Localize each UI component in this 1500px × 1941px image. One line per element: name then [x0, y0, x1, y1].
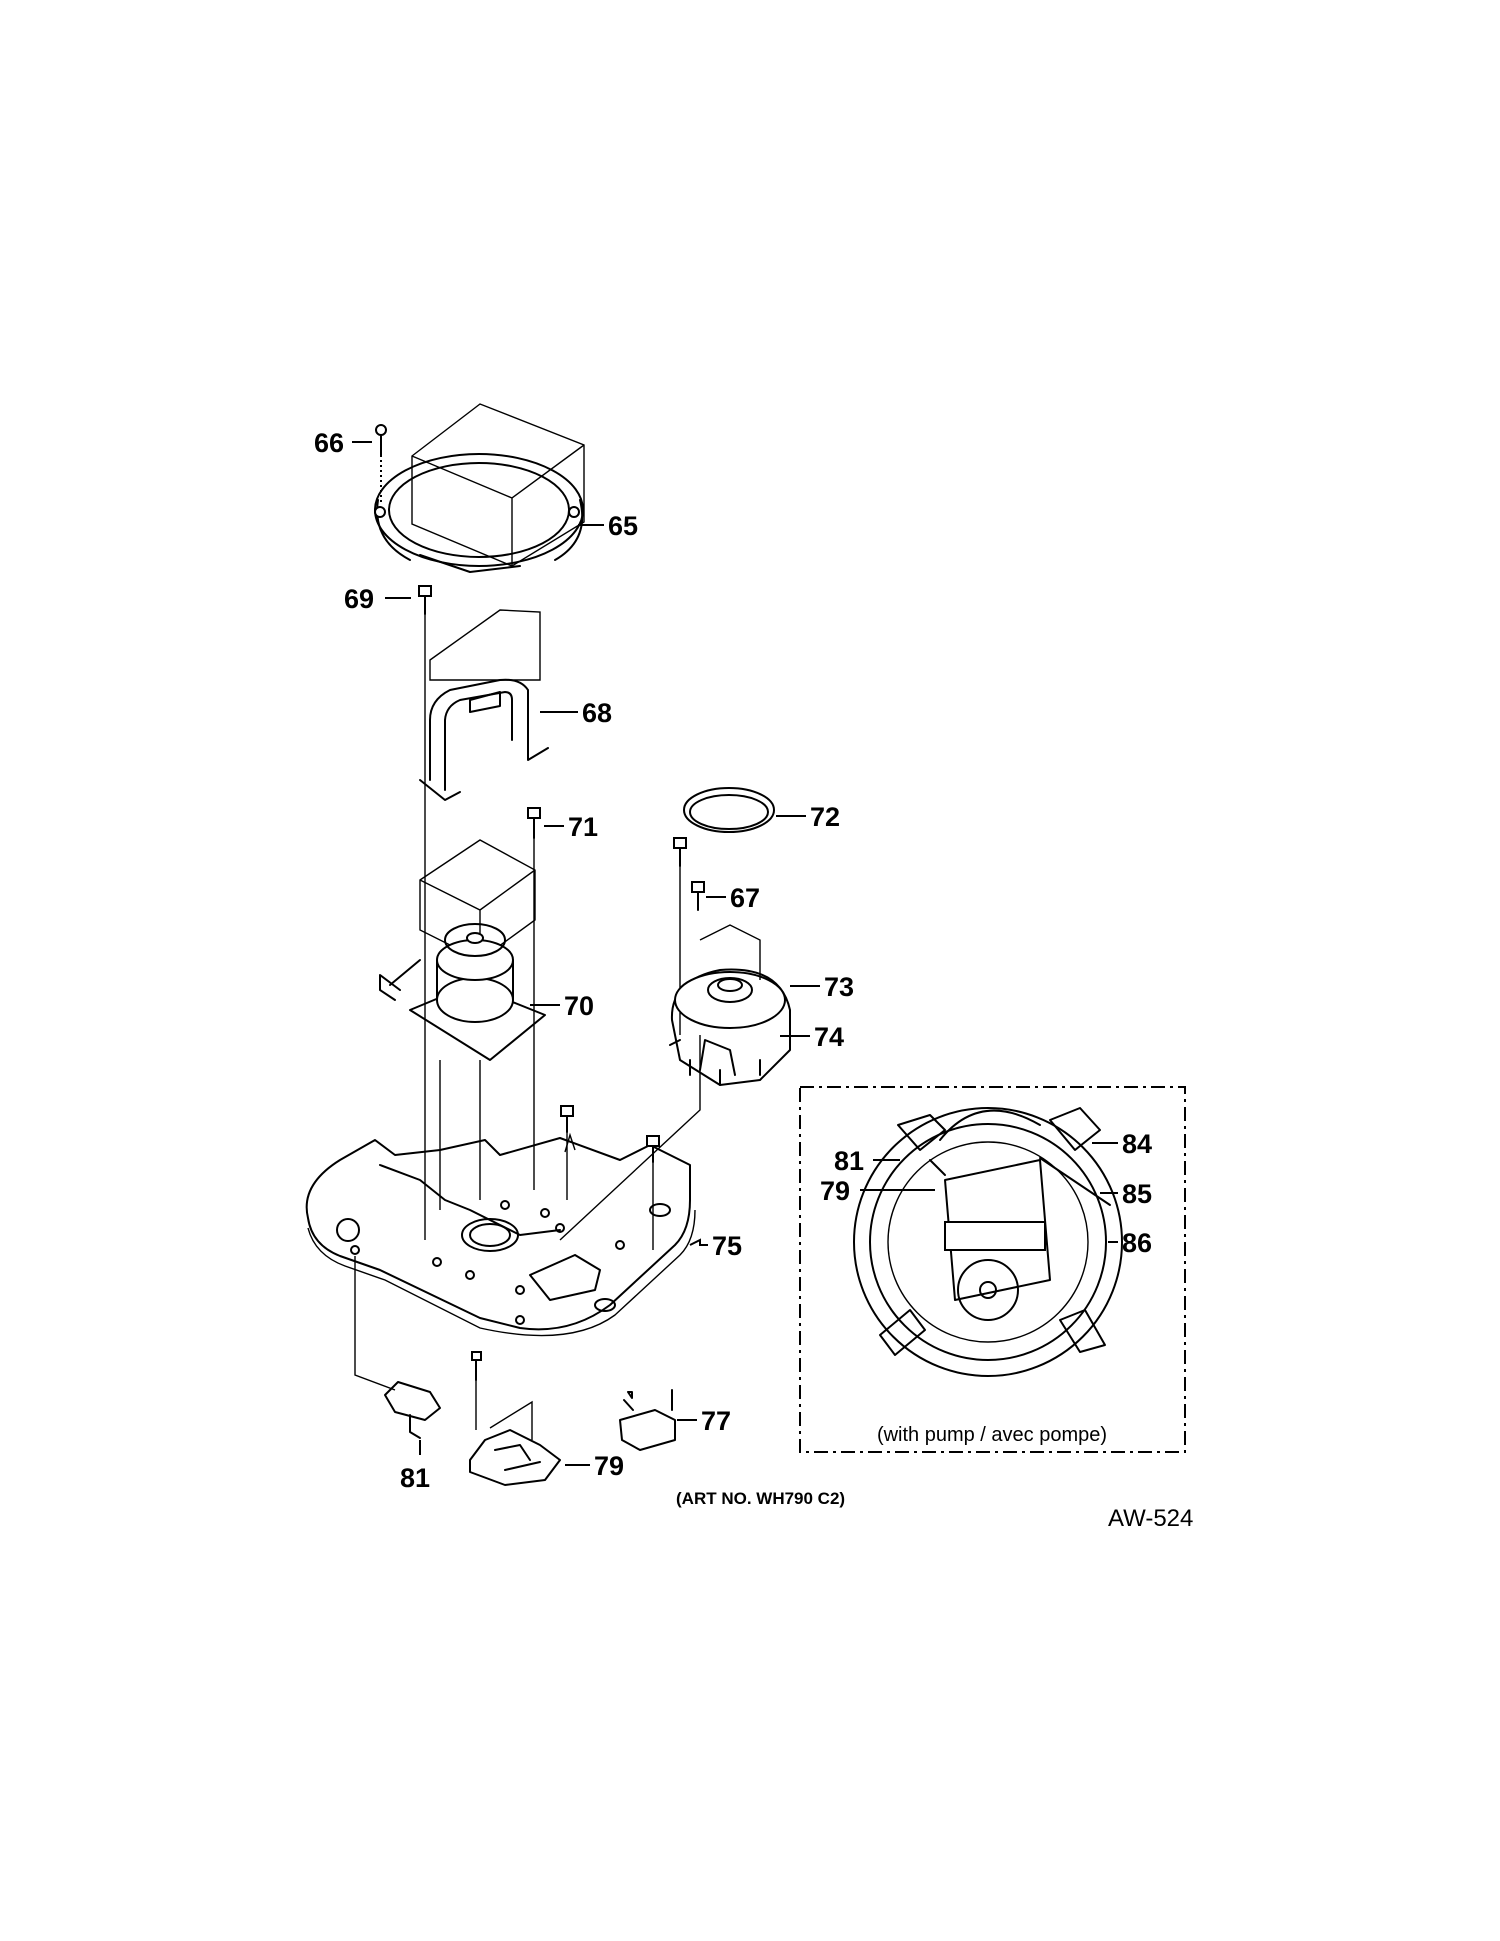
part-70-motor: [379, 839, 546, 1210]
callout-leaders: [352, 441, 1118, 1466]
part-65-drawing: [374, 403, 585, 573]
inset-callout-79: 79: [820, 1176, 850, 1206]
callout-81: 81: [400, 1463, 430, 1493]
inset-callout-84: 84: [1122, 1129, 1152, 1159]
callout-75: 75: [712, 1231, 742, 1261]
part-73-74-pump: [669, 924, 791, 1086]
part-71-screw: [527, 807, 541, 1190]
inset-callout-85: 85: [1122, 1179, 1152, 1209]
drawing-id: AW-524: [1108, 1505, 1193, 1532]
callout-65: 65: [608, 511, 638, 541]
callout-66: 66: [314, 428, 344, 458]
part-81-switch: [354, 1256, 441, 1439]
callout-71: 71: [568, 812, 598, 842]
callout-68: 68: [582, 698, 612, 728]
callout-69: 69: [344, 584, 374, 614]
part-72-ring: [683, 787, 775, 833]
part-79-part: [469, 1351, 561, 1486]
part-69-bolt: [418, 585, 432, 1240]
part-66-screw: [375, 424, 387, 505]
callout-77: 77: [701, 1406, 731, 1436]
inset-pump-view: [799, 1086, 1186, 1453]
callout-73: 73: [824, 972, 854, 1002]
inset-callout-86: 86: [1122, 1228, 1152, 1258]
callout-74: 74: [814, 1022, 844, 1052]
inset-callout-81: 81: [834, 1146, 864, 1176]
inset-caption: (with pump / avec pompe): [877, 1424, 1107, 1446]
art-number: (ART NO. WH790 C2): [676, 1489, 845, 1508]
part-77-part: [619, 1389, 676, 1451]
base-screws: [559, 1035, 701, 1250]
callout-67: 67: [730, 883, 760, 913]
callout-72: 72: [810, 802, 840, 832]
callout-79: 79: [594, 1451, 624, 1481]
callout-70: 70: [564, 991, 594, 1021]
part-75-base-plate: [305, 1132, 696, 1337]
part-68-bracket: [419, 609, 549, 801]
